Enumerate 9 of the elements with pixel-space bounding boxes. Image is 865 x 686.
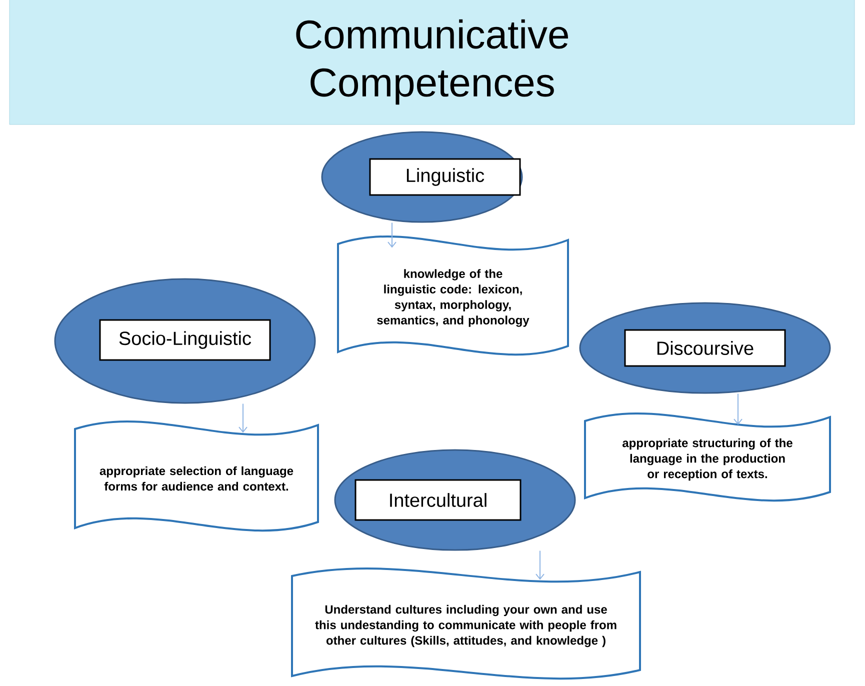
arrow — [536, 550, 544, 580]
arrow — [734, 393, 742, 425]
label-box: Linguistic — [369, 158, 521, 196]
arrow — [388, 222, 396, 248]
label-box: Intercultural — [354, 479, 522, 521]
label-box: Socio-Linguistic — [99, 319, 271, 361]
arrow — [238, 403, 248, 433]
label-box: Discoursive — [624, 329, 786, 367]
title-banner: Communicative Competences — [9, 0, 855, 125]
